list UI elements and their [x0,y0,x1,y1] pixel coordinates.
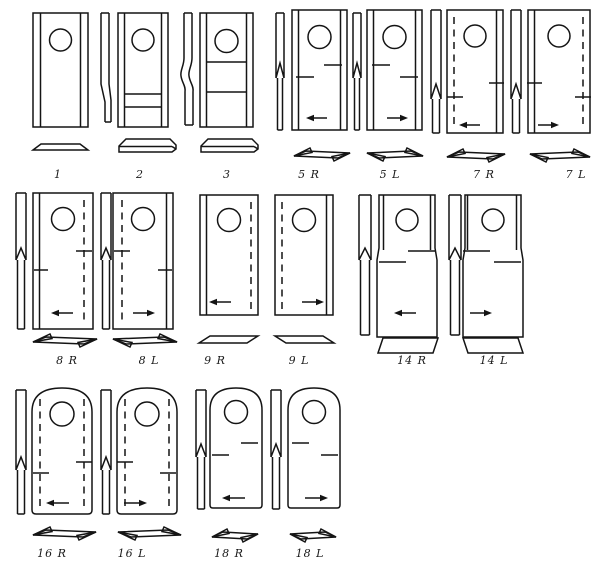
item-5R-side-profile [275,12,285,131]
rotation-arrow-left [306,114,327,122]
item-label-14L: 14 L [479,354,509,367]
bolt-hole [547,24,571,48]
bolt-hole [395,208,419,232]
item-7R-cross-section [446,147,506,164]
item-16L-front-view [116,387,178,515]
item-3-cross-section [200,138,259,153]
item-16R-side-profile [15,389,27,515]
item-7R-side-profile [430,9,442,134]
item-7R-front-view [446,9,504,134]
item-8L-cross-section [112,332,178,349]
item-label-16R: 16 R [37,547,67,560]
item-16R-cross-section [32,525,97,542]
bolt-hole [481,208,505,232]
rotation-arrow-left [209,298,231,306]
rotation-arrow-right [387,114,408,122]
rotation-arrow-right [302,298,324,306]
bolt-hole [291,207,317,233]
item-16L-cross-section [117,525,182,542]
item-8L-front-view [112,192,174,330]
rotation-arrow-left [222,494,245,502]
rotation-arrow-left [394,309,416,317]
item-14L-side-profile [448,194,462,336]
item-5L-side-profile [352,12,362,131]
item-9R-front-view [199,194,259,316]
item-label-5R: 5 R [298,168,320,181]
rotation-arrow-right [305,494,328,502]
item-18R-side-profile [195,389,207,510]
rotation-arrow-left [51,309,73,317]
item-14R-front-view [376,194,438,338]
item-1-front-view [32,12,89,128]
item-label-7R: 7 R [473,168,495,181]
item-14R-cross-section [376,337,440,354]
bolt-hole [301,399,327,425]
bolt-hole [463,24,487,48]
item-label-8R: 8 R [56,354,78,367]
item-label-8L: 8 L [138,354,160,367]
item-7L-front-view [527,9,591,134]
item-18L-cross-section [289,527,337,544]
item-1-cross-section [30,143,91,151]
item-2-side-profile [100,12,112,123]
item-18L-side-profile [270,389,282,510]
bolt-hole [48,28,73,52]
rotation-arrow-right [124,499,147,507]
bolt-hole [223,399,249,425]
item-8R-front-view [32,192,94,330]
rotation-arrow-left [46,499,69,507]
bolt-hole [131,28,155,52]
item-9L-cross-section [272,335,337,344]
item-18R-cross-section [211,527,259,544]
item-5R-front-view [291,9,348,131]
item-9L-front-view [274,194,334,316]
item-label-9R: 9 R [204,354,226,367]
rotation-arrow-right [133,309,155,317]
item-label-14R: 14 R [397,354,427,367]
item-label-1: 1 [54,168,62,181]
item-8L-side-profile [100,192,112,330]
bolt-hole [134,401,160,427]
bolt-hole [214,28,239,54]
item-5L-cross-section [366,146,424,163]
item-label-18L: 18 L [295,547,325,560]
item-5L-front-view [366,9,423,131]
item-14L-front-view [462,194,524,338]
item-label-16L: 16 L [117,547,147,560]
item-18L-front-view [287,387,341,509]
item-label-3: 3 [223,168,231,181]
bolt-hole [50,206,76,232]
item-16R-front-view [31,387,93,515]
item-3-side-profile [180,12,194,126]
item-18R-front-view [209,387,263,509]
item-label-7L: 7 L [565,168,587,181]
item-label-5L: 5 L [379,168,401,181]
item-label-18R: 18 R [214,547,244,560]
item-2-cross-section [118,138,177,153]
rotation-arrow-right [538,121,559,129]
item-8R-side-profile [15,192,27,330]
item-label-9L: 9 L [288,354,310,367]
item-5R-cross-section [293,146,351,163]
bolt-hole [49,401,75,427]
rotation-arrow-left [459,121,480,129]
item-9R-cross-section [196,335,261,344]
item-2-front-view [117,12,169,128]
bolt-hole [216,207,242,233]
bolt-hole [382,24,407,50]
bolt-hole [307,24,332,50]
item-label-2: 2 [136,168,144,181]
item-14R-side-profile [358,194,372,336]
item-16L-side-profile [100,389,112,515]
rotation-arrow-right [470,309,492,317]
item-8R-cross-section [32,332,98,349]
item-7L-cross-section [529,147,591,164]
item-14L-cross-section [461,337,525,354]
item-3-front-view [199,12,254,128]
bolt-hole [130,206,156,232]
item-7L-side-profile [510,9,522,134]
